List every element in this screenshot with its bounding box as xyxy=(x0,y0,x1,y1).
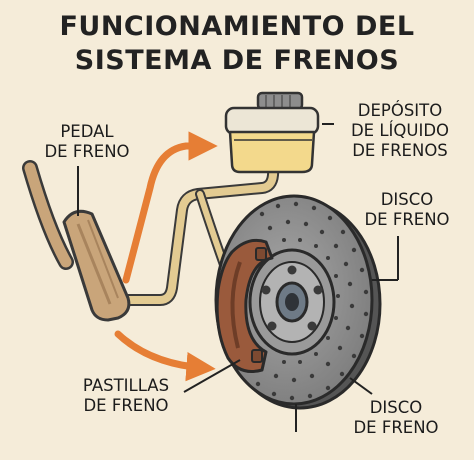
label-pedal: PEDAL DE FRENO xyxy=(44,122,130,161)
leader-lines xyxy=(77,123,399,432)
label-reservoir: DEPÓSITO DE LÍQUIDO DE FRENOS xyxy=(350,101,450,160)
diagram-title: FUNCIONAMIENTO DEL SISTEMA DE FRENOS xyxy=(0,10,474,78)
fluid-reservoir xyxy=(224,91,320,174)
arrow-to-pads xyxy=(114,330,216,382)
title-line-2: SISTEMA DE FRENOS xyxy=(74,45,400,76)
title-line-1: FUNCIONAMIENTO DEL xyxy=(59,11,415,42)
brake-pedal xyxy=(22,160,131,322)
label-disc-top: DISCO DE FRENO xyxy=(364,190,450,229)
arrow-pedal-to-reservoir xyxy=(122,131,218,284)
label-disc-bottom: DISCO DE FRENO xyxy=(353,398,439,437)
label-pads: PASTILLAS DE FRENO xyxy=(82,376,170,415)
brake-pads xyxy=(215,238,274,373)
